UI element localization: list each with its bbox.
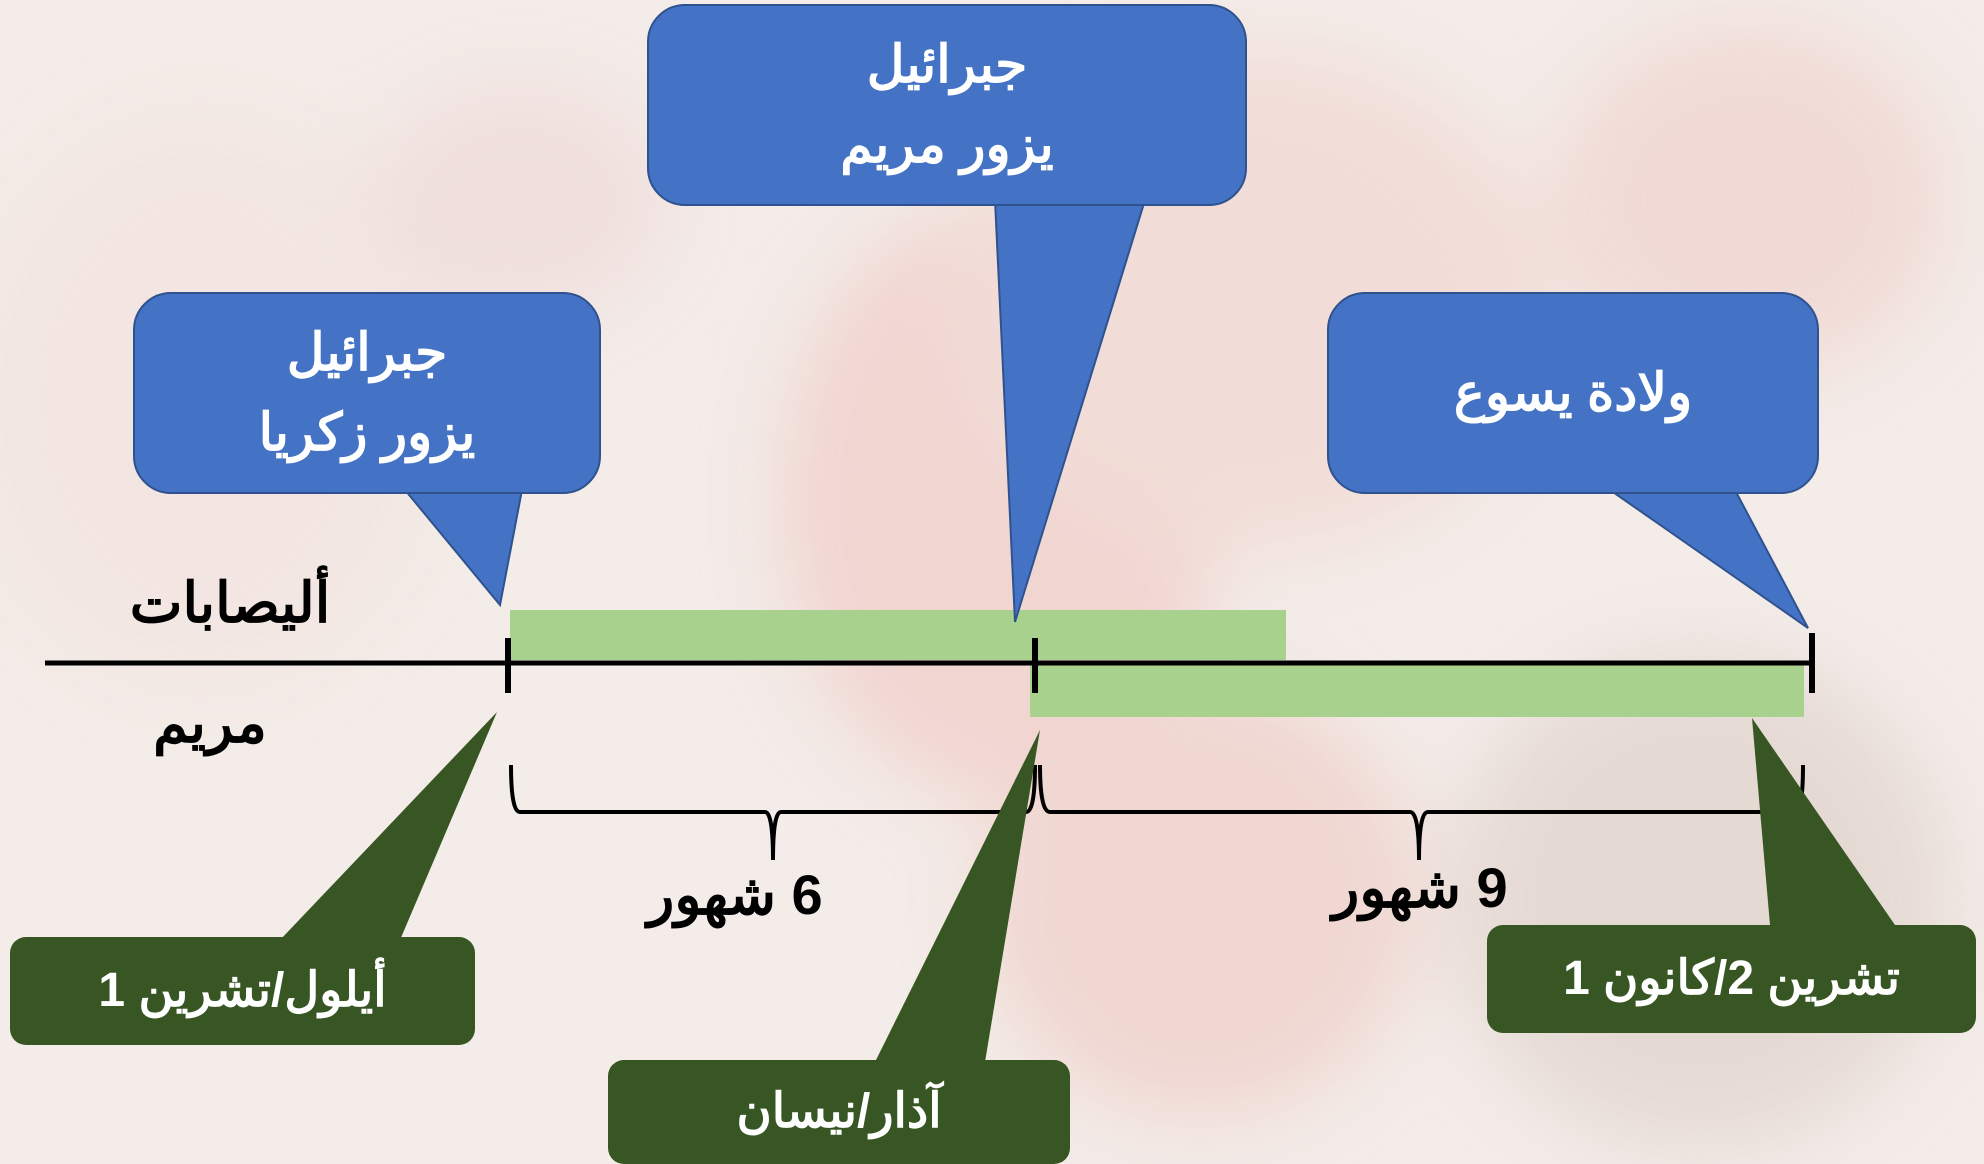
nov-dec-callout: تشرين 2/كانون 1 bbox=[1487, 925, 1976, 1033]
mar-apr-callout-tail bbox=[875, 730, 1040, 1062]
zachariah-callout-tail bbox=[402, 489, 524, 608]
nine-months-brace bbox=[1038, 764, 1805, 861]
elizabeth-pregnancy-bar bbox=[510, 610, 1286, 660]
sep-oct-label: أيلول/تشرين 1 bbox=[98, 964, 387, 1017]
jesus-birth-callout: ولادة يسوع bbox=[1327, 292, 1819, 494]
zachariah-callout-line2: يزور زكريا bbox=[258, 404, 476, 462]
zachariah-visit-callout: جبرائيل يزور زكريا bbox=[133, 292, 601, 494]
mary-pregnancy-bar bbox=[1030, 665, 1804, 717]
nine-months-label: 9 شهور bbox=[1332, 856, 1508, 919]
mary-callout-line2: يزور مريم bbox=[840, 116, 1054, 174]
mary-callout-line1: جبرائيل bbox=[866, 36, 1028, 94]
zachariah-callout-line1: جبرائيل bbox=[286, 324, 448, 382]
sep-oct-callout-tail bbox=[280, 712, 497, 940]
mar-apr-callout: آذار/نيسان bbox=[608, 1060, 1070, 1164]
mar-apr-label: آذار/نيسان bbox=[736, 1085, 942, 1138]
birth-callout-tail bbox=[1606, 489, 1809, 629]
elizabeth-row-label: أليصابات bbox=[129, 571, 331, 634]
mary-callout-tail bbox=[993, 199, 1147, 623]
six-months-label: 6 شهور bbox=[647, 863, 823, 926]
sep-oct-callout: أيلول/تشرين 1 bbox=[10, 937, 475, 1045]
birth-callout-line1: ولادة يسوع bbox=[1453, 364, 1693, 422]
mary-visit-callout: جبرائيل يزور مريم bbox=[647, 4, 1247, 206]
nov-dec-callout-tail bbox=[1752, 718, 1895, 925]
mary-row-label: مريم bbox=[153, 691, 267, 754]
six-months-brace bbox=[509, 764, 1037, 861]
nov-dec-label: تشرين 2/كانون 1 bbox=[1563, 952, 1900, 1005]
